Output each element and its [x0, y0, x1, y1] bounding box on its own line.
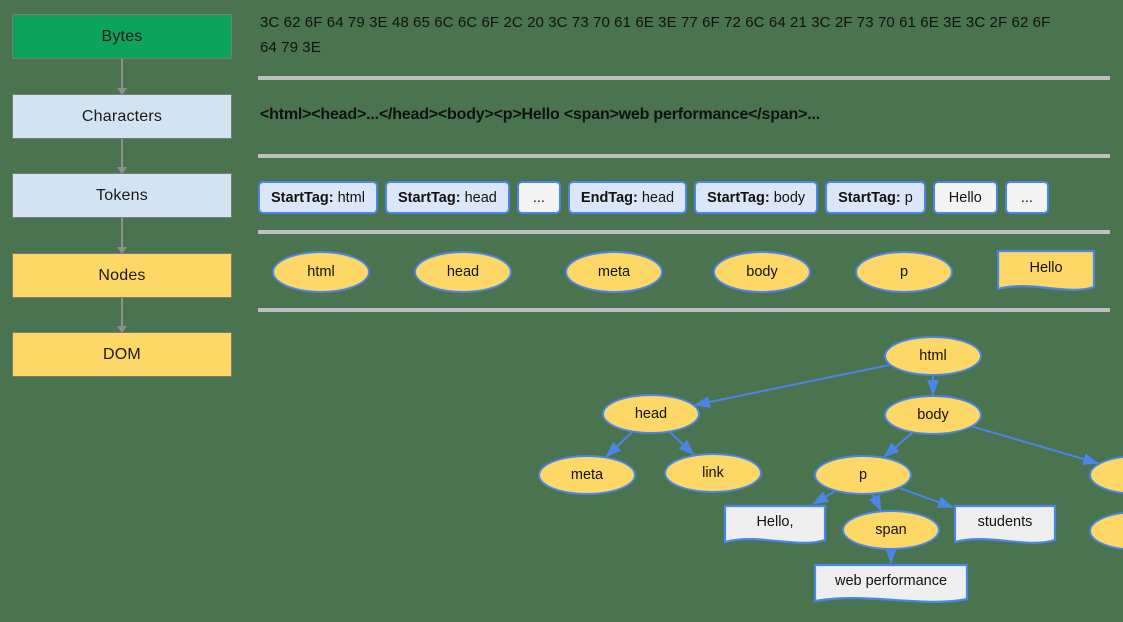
node-label: head — [634, 406, 668, 422]
section-divider — [258, 76, 1110, 80]
dom-node-stud: students — [953, 504, 1057, 548]
node-label: html — [307, 264, 335, 280]
token-kind: EndTag: — [580, 189, 638, 206]
node-ellipse-p: p — [855, 251, 953, 293]
pipeline-stage-nodes: Nodes — [12, 253, 232, 298]
token-value: Hello — [948, 189, 982, 206]
pipeline-arrow-down-icon — [117, 59, 127, 95]
node-label: link — [702, 465, 724, 481]
pipeline-stage-label: Nodes — [98, 266, 146, 284]
node-label: p — [858, 467, 868, 483]
dom-node-body: body — [884, 395, 982, 435]
characters-markup-text: <html><head>...</head><body><p>Hello <sp… — [260, 106, 820, 123]
bytes-hex-text: 3C 62 6F 64 79 3E 48 65 6C 6C 6F 2C 20 3… — [260, 14, 1051, 56]
dom-edge-head-to-meta — [605, 431, 633, 458]
node-label: Hello — [1029, 259, 1063, 276]
node-ellipse-meta: meta — [565, 251, 663, 293]
content-column: 3C 62 6F 64 79 3E 48 65 6C 6C 6F 2C 20 3… — [250, 0, 1123, 622]
node-label: Hello, — [756, 514, 794, 531]
token-chip: ... — [516, 181, 561, 214]
token-kind: StartTag: — [707, 189, 770, 206]
node-ellipse-head: head — [414, 251, 512, 293]
dom-edge-html-to-head — [693, 364, 890, 408]
token-value: head — [464, 189, 497, 206]
token-kind: StartTag: — [397, 189, 461, 206]
dom-edge-body-to-p — [883, 432, 913, 458]
pipeline-stage-dom: DOM — [12, 332, 232, 377]
dom-node-span: span — [842, 510, 940, 550]
node-label: body — [746, 264, 778, 280]
node-label: span — [875, 522, 907, 538]
dom-tree: htmlheadbodymetalinkpdivHello,spanstuden… — [250, 312, 1123, 622]
section-divider — [258, 230, 1110, 234]
pipeline-stage-tokens: Tokens — [12, 173, 232, 218]
node-label: head — [446, 264, 480, 280]
node-label: web performance — [834, 573, 948, 590]
node-label: p — [899, 264, 909, 280]
dom-edge-body-to-div — [972, 425, 1100, 465]
pipeline-stage-characters: Characters — [12, 94, 232, 139]
token-chip: EndTag:head — [567, 181, 688, 214]
dom-tree-edges — [605, 364, 1100, 564]
token-chip: StartTag:p — [825, 181, 926, 214]
token-value: p — [904, 189, 913, 206]
node-ellipse-html: html — [272, 251, 370, 293]
pipeline-arrow-down-icon — [117, 298, 127, 333]
token-chip: StartTag:html — [258, 181, 378, 214]
token-kind: StartTag: — [838, 189, 901, 206]
node-ellipse-body: body — [713, 251, 811, 293]
dom-node-link: link — [664, 453, 762, 493]
token-chip: ... — [1004, 181, 1049, 214]
dom-edge-head-to-link — [669, 431, 695, 456]
token-value: ... — [1020, 189, 1033, 206]
dom-node-webp: web performance — [813, 563, 969, 607]
node-document-hello: Hello — [996, 249, 1096, 295]
nodes-row: html head meta body p Hello — [258, 247, 1118, 297]
pipeline-stage-label: Bytes — [101, 27, 143, 45]
node-label: students — [977, 514, 1033, 531]
dom-node-p: p — [814, 455, 912, 495]
node-label: meta — [597, 264, 631, 280]
token-chip: StartTag:body — [694, 181, 819, 214]
token-chip: Hello — [932, 181, 998, 214]
token-kind: StartTag: — [271, 189, 334, 206]
section-divider — [258, 154, 1110, 158]
dom-edge-p-to-hello — [812, 490, 836, 505]
dom-node-hello: Hello, — [723, 504, 827, 548]
node-label: html — [919, 348, 947, 364]
dom-node-html: html — [884, 336, 982, 376]
dom-node-head: head — [602, 394, 700, 434]
node-label: body — [917, 407, 949, 423]
pipeline-arrow-down-icon — [117, 139, 127, 174]
dom-node-meta: meta — [538, 455, 636, 495]
section-divider — [258, 308, 1110, 312]
token-chip: StartTag:head — [384, 181, 510, 214]
pipeline-arrow-down-icon — [117, 218, 127, 254]
pipeline-stage-label: DOM — [103, 345, 141, 363]
token-value: ... — [532, 189, 545, 206]
token-value: head — [641, 189, 675, 206]
pipeline-stage-label: Characters — [81, 107, 163, 125]
token-value: html — [337, 189, 365, 206]
token-value: body — [773, 189, 806, 206]
pipeline-stage-label: Tokens — [96, 186, 148, 204]
node-label: meta — [570, 467, 604, 483]
pipeline-stage-bytes: Bytes — [12, 14, 232, 59]
dom-edge-p-to-stud — [899, 487, 954, 509]
dom-edge-p-to-span — [868, 494, 882, 512]
